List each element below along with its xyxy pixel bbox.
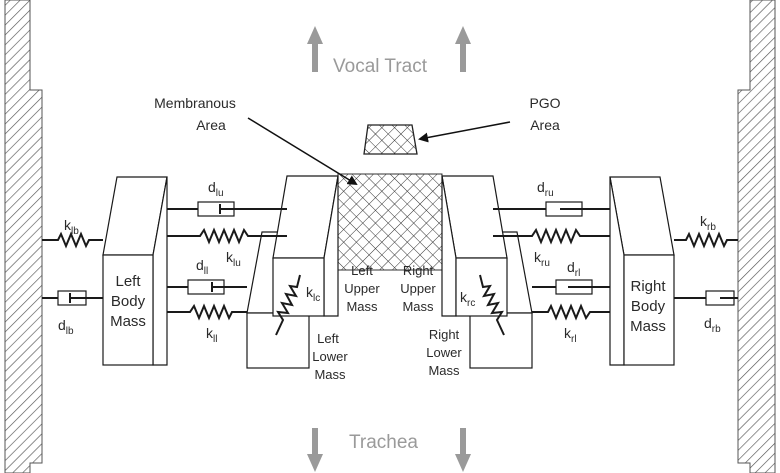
left-body-mass-label-3: Mass [110,313,146,330]
left-body-mass-label: Left [115,273,141,290]
pgo-area [363,124,418,155]
up-arrow-left-icon [307,26,323,72]
pgo-label: PGO [529,95,560,111]
spring-klc [275,274,301,336]
left-wall [4,0,43,473]
vocal-tract-label: Vocal Tract [333,56,428,77]
left-lower-mass-label: Left [317,331,339,346]
label-klc: klc [306,284,320,304]
label-dru: dru [537,179,554,199]
left-upper-mass-label: Left [351,263,373,278]
right-body-mass-label-2: Body [631,298,666,315]
right-upper-mass-label-2: Upper [400,281,436,296]
down-arrow-right-icon [455,428,471,472]
damper-dlu [167,201,287,217]
membranous-pointer [247,117,358,186]
vocal-tract-arrows: Vocal Tract [307,26,471,77]
spring-klb [42,231,103,249]
right-lower-mass-label: Right [429,327,460,342]
spring-kru [493,227,610,245]
left-upper-mass-label-3: Mass [346,299,378,314]
right-body-mass-label-3: Mass [630,318,666,335]
left-lower-mass-label-2: Lower [312,349,348,364]
down-arrow-left-icon [307,428,323,472]
membranous-label: Membranous [154,95,236,111]
damper-dll [167,279,247,295]
spring-klu [167,227,287,245]
right-body-mass [609,176,675,366]
damper-drb [674,290,738,306]
membranous-area [337,173,443,271]
right-body-mass-label: Right [630,278,666,295]
right-upper-mass-label-3: Mass [402,299,434,314]
label-drl: drl [567,259,580,279]
trachea-label: Trachea [349,432,418,453]
membranous-label-line2: Area [196,117,226,133]
label-klb: klb [64,217,79,237]
trachea-arrows: Trachea [307,428,471,472]
damper-drl [532,279,610,295]
right-lower-mass-label-2: Lower [426,345,462,360]
left-upper-mass-label-2: Upper [344,281,380,296]
spring-kll [167,303,247,321]
damper-dru [493,201,610,217]
pgo-label-line2: Area [530,117,560,133]
left-lower-mass-label-3: Mass [314,367,346,382]
label-kru: kru [534,249,550,269]
damper-dlb [42,290,103,306]
label-kll: kll [206,325,217,345]
label-klu: klu [226,249,241,269]
left-body-mass-label-2: Body [111,293,146,310]
label-dlu: dlu [208,179,224,199]
left-body-mass [102,176,168,366]
label-krl: krl [564,325,577,345]
label-dlb: dlb [58,317,74,337]
right-lower-mass-label-3: Mass [428,363,460,378]
pgo-pointer [418,121,511,143]
label-krb: krb [700,213,716,233]
spring-krc [479,274,505,336]
label-krc: krc [460,289,475,309]
spring-krb [674,231,738,249]
label-drb: drb [704,315,721,335]
right-upper-mass-label: Right [403,263,434,278]
right-wall [737,0,776,473]
up-arrow-right-icon [455,26,471,72]
spring-krl [532,303,610,321]
right-upper-mass [441,175,508,317]
label-dll: dll [196,257,208,277]
left-upper-mass [272,175,339,317]
